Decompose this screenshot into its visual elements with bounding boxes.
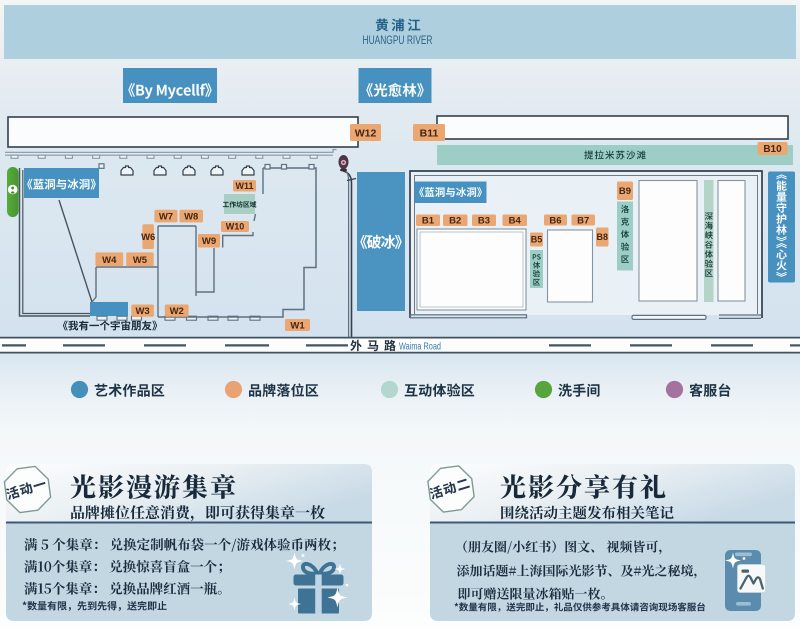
svg-text:W1: W1 <box>290 320 305 331</box>
svg-text:W6: W6 <box>141 232 155 243</box>
svg-text:W12: W12 <box>355 127 377 139</box>
svg-text:B6: B6 <box>549 215 561 226</box>
svg-text:B4: B4 <box>509 216 522 227</box>
svg-text:B3: B3 <box>478 216 490 227</box>
svg-text:W5: W5 <box>133 255 148 266</box>
svg-text:W4: W4 <box>102 255 117 266</box>
svg-text:W3: W3 <box>135 306 149 317</box>
svg-text:HUANGPU RIVER: HUANGPU RIVER <box>363 33 433 47</box>
svg-text:Waima Road: Waima Road <box>399 341 441 353</box>
svg-text:W8: W8 <box>184 211 198 222</box>
svg-text:B1: B1 <box>422 216 435 227</box>
svg-text:W7: W7 <box>159 211 173 222</box>
svg-text:B9: B9 <box>619 186 631 197</box>
svg-text:W2: W2 <box>170 306 184 317</box>
svg-text:B11: B11 <box>420 127 439 139</box>
svg-text:W9: W9 <box>202 236 216 247</box>
svg-text:B8: B8 <box>596 232 608 242</box>
svg-text:B7: B7 <box>577 215 589 226</box>
svg-text:B5: B5 <box>531 235 543 245</box>
svg-text:B2: B2 <box>449 216 461 227</box>
svg-text:W11: W11 <box>235 181 253 191</box>
svg-text:W10: W10 <box>226 222 245 232</box>
svg-text:B10: B10 <box>763 144 782 155</box>
